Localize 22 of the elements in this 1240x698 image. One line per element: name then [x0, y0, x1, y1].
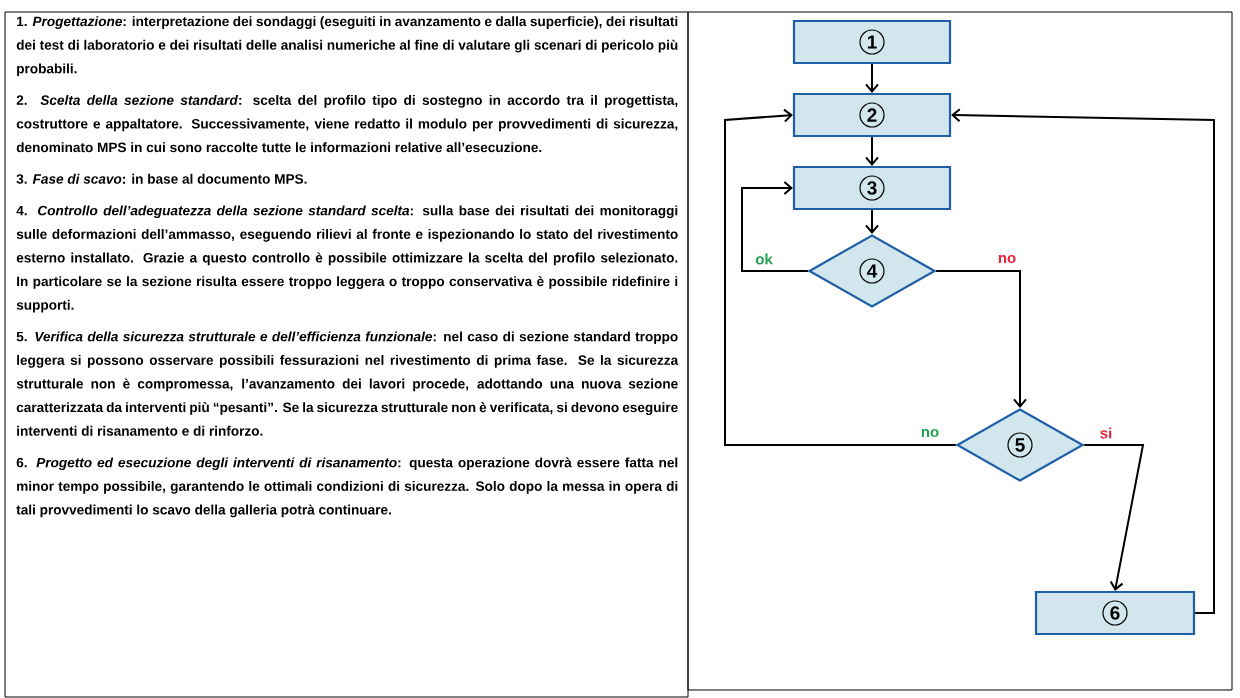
process-box: 1	[792, 19, 952, 65]
arrow	[865, 136, 879, 166]
edge-label: no	[919, 427, 941, 439]
edge-label: ok	[754, 252, 774, 266]
edge-label: si	[1098, 426, 1114, 440]
paragraph: 2. Scelta della sezione standard: scelta del profilo tipo di sostegno in accordo tra il progettista, costruttore e appaltatore. Successivamente, viene redatto il modulo per provvedimenti di sicurezza, denominato MPS in cui sono raccolte tutte le informazioni relative all’esecuzione.	[16, 95, 678, 153]
arrow	[865, 63, 879, 93]
process-box: 3	[792, 165, 952, 211]
process-box: 6	[1034, 590, 1196, 636]
paragraph: 1. Progettazione: interpretazione dei sondaggi (eseguiti in avanzamento e dalla superficie), dei risultati dei test di laboratorio e dei risultati delle analisi numeriche al fine di valutare gli scenari di pericolo più probabili.	[16, 16, 678, 77]
paragraph: 5. Verifica della sicurezza strutturale e dell’efficienza funzionale: nel caso di sezione standard troppo leggera si possono osservare possibili fessurazioni nel rivestimento di prima fase. Se la sicurezza strutturale non è compromessa, l’avanzamento dei lavori procede, adottando una nuova sezione caratterizzata da interventi più “pesanti”. Se la sicurezza strutturale non è verificata, si devono eseguire interventi di risanamento e di rinforzo.	[16, 331, 679, 436]
paragraph: 3. Fase di scavo: in base al documento MPS.	[16, 173, 307, 184]
edge-label: no	[996, 253, 1018, 265]
arrow	[741, 181, 809, 272]
arrow	[935, 270, 1027, 408]
arrow	[724, 108, 957, 446]
arrow	[1083, 444, 1145, 591]
process-box: 2	[792, 92, 952, 138]
paragraph: 4. Controllo dell’adeguatezza della sezione standard scelta: sulla base dei risultati dei monitoraggi sulle deformazioni dell’ammasso, eseguendo rilievi al fronte e ispezionando lo stato del rivestimento esterno installato. Grazie a questo controllo è possibile ottimizzare la scelta del profilo selezionato. In particolare se la sezione risulta essere troppo leggera o troppo conservativa è possibile ridefinire i supporti.	[16, 205, 678, 313]
paragraph: 6. Progetto ed esecuzione degli interventi di risanamento: questa operazione dovrà essere fatta nel minor tempo possibile, garantendo le ottimali condizioni di sicurezza. Solo dopo la messa in opera di tali provvedimenti lo scavo della galleria potrà continuare.	[16, 457, 678, 518]
arrow	[865, 209, 879, 234]
arrow	[951, 108, 1215, 614]
